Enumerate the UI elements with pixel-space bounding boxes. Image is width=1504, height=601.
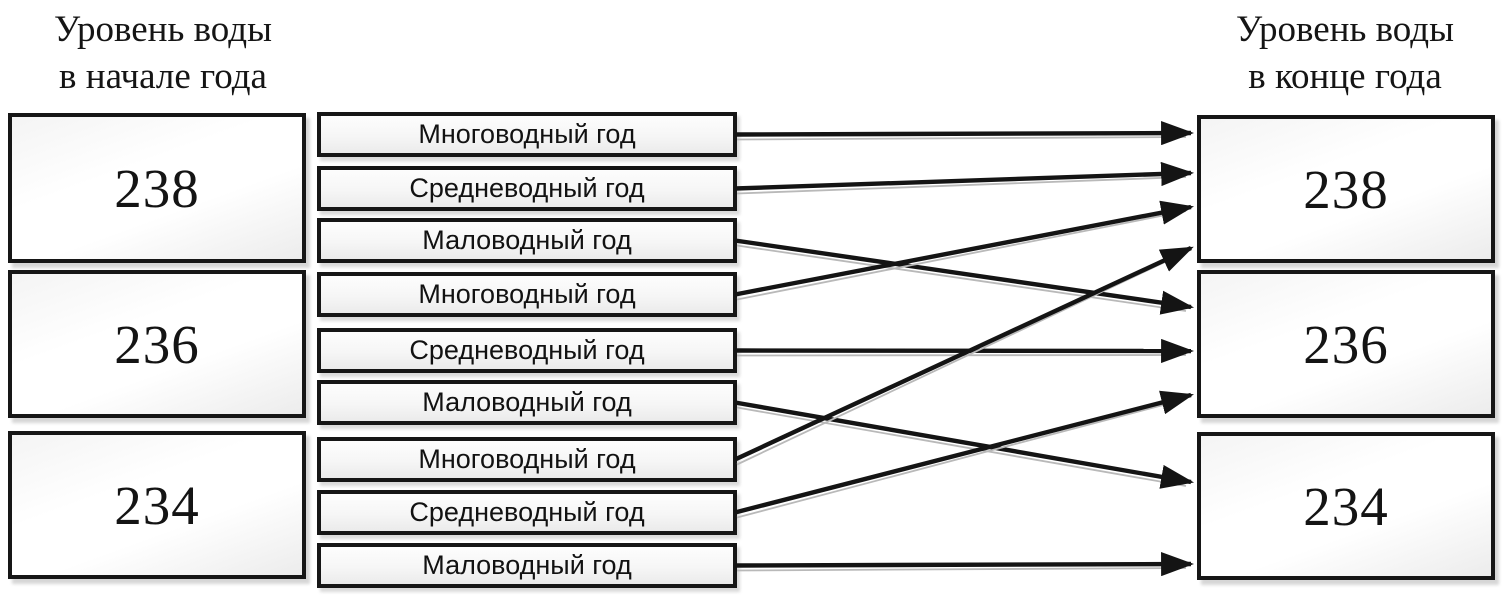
start-level-box-234: 234 (8, 431, 306, 579)
transition-arrow-shadow (736, 406, 1187, 487)
end-level-title: Уровень воды в конце года (1182, 6, 1504, 100)
year-type-box-236-high: Многоводный год (317, 272, 737, 317)
year-type-label: Многоводный год (418, 444, 636, 474)
transition-arrow (734, 390, 1194, 515)
transition-arrow-shadow (736, 251, 1187, 466)
transition-arrow-shadow (736, 244, 1187, 312)
transition-arrow-shadow (736, 176, 1187, 195)
start-level-title: Уровень воды в начале года (0, 6, 326, 100)
start-level-value: 238 (114, 157, 200, 219)
start-level-box-238: 238 (8, 113, 306, 263)
transition-arrow (734, 238, 1195, 315)
transition-arrow (734, 246, 1194, 462)
start-level-value: 236 (114, 313, 200, 375)
end-level-box-238: 238 (1197, 115, 1495, 263)
year-type-box-238-medium: Средневодный год (317, 166, 737, 211)
year-type-box-238-high: Многоводный год (317, 112, 737, 157)
end-level-box-236: 236 (1197, 270, 1495, 418)
year-type-label: Маловодный год (422, 550, 632, 580)
year-type-label: Средневодный год (409, 497, 645, 527)
year-type-label: Средневодный год (409, 173, 645, 203)
year-type-box-238-low: Маловодный год (317, 218, 737, 263)
transition-arrow (734, 400, 1195, 489)
end-level-box-234: 234 (1197, 432, 1495, 580)
end-level-title-line2: в конце года (1248, 56, 1442, 97)
end-level-value: 234 (1303, 475, 1389, 537)
transition-arrow-shadow (736, 210, 1187, 301)
year-type-box-234-high: Многоводный год (317, 437, 737, 482)
transition-arrow-shadow (736, 567, 1187, 572)
end-level-value: 238 (1303, 158, 1389, 220)
year-type-label: Многоводный год (418, 119, 636, 149)
transition-arrow (734, 551, 1195, 577)
year-type-label: Многоводный год (418, 279, 636, 309)
year-type-label: Средневодный год (409, 335, 645, 365)
transition-arrow-shadow (736, 354, 1187, 357)
year-type-box-234-medium: Средневодный год (317, 490, 737, 535)
year-type-box-236-low: Маловодный год (317, 380, 737, 425)
end-level-value: 236 (1303, 313, 1389, 375)
end-level-title-line1: Уровень воды (1236, 9, 1454, 50)
transition-arrow (734, 200, 1195, 297)
transition-arrow (734, 120, 1195, 146)
start-level-value: 234 (114, 474, 200, 536)
start-level-title-line1: Уровень воды (54, 9, 272, 50)
transition-arrow (734, 161, 1195, 191)
transition-arrow-shadow (736, 136, 1187, 141)
year-type-box-234-low: Маловодный год (317, 543, 737, 588)
transition-arrow-shadow (736, 398, 1187, 519)
start-level-box-236: 236 (8, 270, 306, 418)
transition-arrow (734, 338, 1195, 364)
year-type-label: Маловодный год (422, 225, 632, 255)
year-type-label: Маловодный год (422, 387, 632, 417)
start-level-title-line2: в начале года (59, 56, 267, 97)
year-type-box-236-medium: Средневодный год (317, 328, 737, 373)
